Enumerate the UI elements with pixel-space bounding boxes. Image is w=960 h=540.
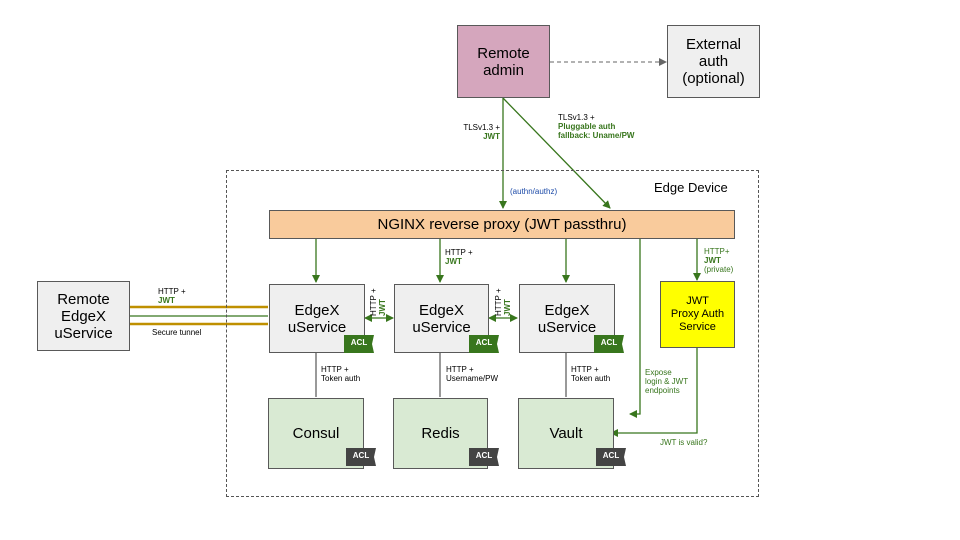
edge-device-frame	[226, 170, 759, 497]
label-nginx-proxy-line1: HTTP+	[704, 247, 730, 256]
label-consul-auth: HTTP + Token auth	[321, 365, 361, 383]
acl-flag-edgex1-label: ACL	[350, 338, 368, 347]
label-authn: (authn/authz)	[510, 187, 558, 196]
nginx-proxy-box: NGINX reverse proxy (JWT passthru)	[269, 210, 735, 239]
edgex-service-3: EdgeX uService	[519, 284, 615, 353]
label-nginx-proxy: HTTP+JWT(private)	[704, 247, 733, 274]
label-edgex1-edgex2: HTTP +JWT	[369, 288, 387, 316]
label-nginx-edgex2-line1: HTTP +	[445, 248, 473, 257]
edgex-service-2-label: EdgeX uService	[412, 301, 471, 336]
vault-label: Vault	[549, 425, 583, 442]
label-jwt-valid: JWT is valid?	[660, 438, 708, 447]
jwt-proxy-box: JWT Proxy Auth Service	[660, 281, 735, 348]
label-secure-tunnel: Secure tunnel	[152, 328, 202, 337]
edge-device-title: Edge Device	[654, 180, 728, 195]
redis-label: Redis	[421, 425, 460, 442]
acl-flag-redis: ACL	[469, 448, 499, 466]
label-admin-nginx-line1: TLSv1.3 +	[463, 123, 500, 132]
label-redis-auth: HTTP + Username/PW	[446, 365, 499, 383]
acl-flag-edgex1: ACL	[344, 335, 374, 353]
remote-edgex-box: Remote EdgeX uService	[37, 281, 130, 351]
acl-flag-consul: ACL	[346, 448, 376, 466]
label-admin-nginx-line2: JWT	[483, 132, 500, 141]
label-expose-endpoints: Expose login & JWT endpoints	[645, 368, 689, 395]
edgex-service-1-label: EdgeX uService	[287, 301, 347, 336]
label-vault-auth: HTTP + Token auth	[571, 365, 611, 383]
acl-flag-vault-label: ACL	[602, 451, 620, 460]
external-auth-box: External auth (optional)	[667, 25, 760, 98]
acl-flag-edgex3-label: ACL	[600, 338, 618, 347]
acl-flag-edgex3: ACL	[594, 335, 624, 353]
label-edgex2-edgex3-line2: JWT	[503, 299, 512, 316]
label-edgex1-edgex2-line1: HTTP +	[369, 288, 378, 316]
label-admin-proxy-line2: Pluggable auth fallback: Uname/PW	[558, 122, 635, 140]
label-admin-proxy-line1: TLSv1.3 +	[558, 113, 595, 122]
remote-admin-box: Remote admin	[457, 25, 550, 98]
label-edgex2-edgex3: HTTP +JWT	[494, 288, 512, 316]
label-nginx-edgex2-line2: JWT	[445, 257, 462, 266]
label-edgex1-edgex2-line2: JWT	[378, 299, 387, 316]
external-auth-label: External auth (optional)	[682, 36, 745, 87]
label-nginx-proxy-line3: (private)	[704, 265, 734, 274]
remote-admin-label: Remote admin	[477, 44, 530, 79]
remote-edgex-label: Remote EdgeX uService	[54, 290, 113, 342]
label-admin-proxy: TLSv1.3 +Pluggable auth fallback: Uname/…	[558, 113, 634, 140]
label-nginx-edgex2: HTTP +JWT	[445, 248, 473, 266]
acl-flag-vault: ACL	[596, 448, 626, 466]
label-remote-http-line1: HTTP +	[158, 287, 186, 296]
label-remote-http-line2: JWT	[158, 296, 175, 305]
label-admin-nginx: TLSv1.3 +JWT	[462, 123, 500, 141]
edgex-service-3-label: EdgeX uService	[537, 301, 597, 336]
jwt-proxy-label: JWT Proxy Auth Service	[670, 295, 725, 333]
arrow-admin-jwt-proxy	[502, 97, 611, 209]
arrow-nginx-vault	[629, 239, 641, 418]
nginx-proxy-label: NGINX reverse proxy (JWT passthru)	[377, 216, 627, 233]
label-remote-http: HTTP +JWT	[158, 287, 186, 305]
acl-flag-edgex2-label: ACL	[475, 338, 493, 347]
acl-flag-redis-label: ACL	[475, 451, 493, 460]
label-edgex2-edgex3-line1: HTTP +	[494, 288, 503, 316]
acl-flag-edgex2: ACL	[469, 335, 499, 353]
acl-flag-consul-label: ACL	[352, 451, 370, 460]
consul-label: Consul	[292, 425, 340, 442]
arrow-jwt-proxy-vault	[610, 348, 698, 437]
label-nginx-proxy-line2: JWT	[704, 256, 721, 265]
